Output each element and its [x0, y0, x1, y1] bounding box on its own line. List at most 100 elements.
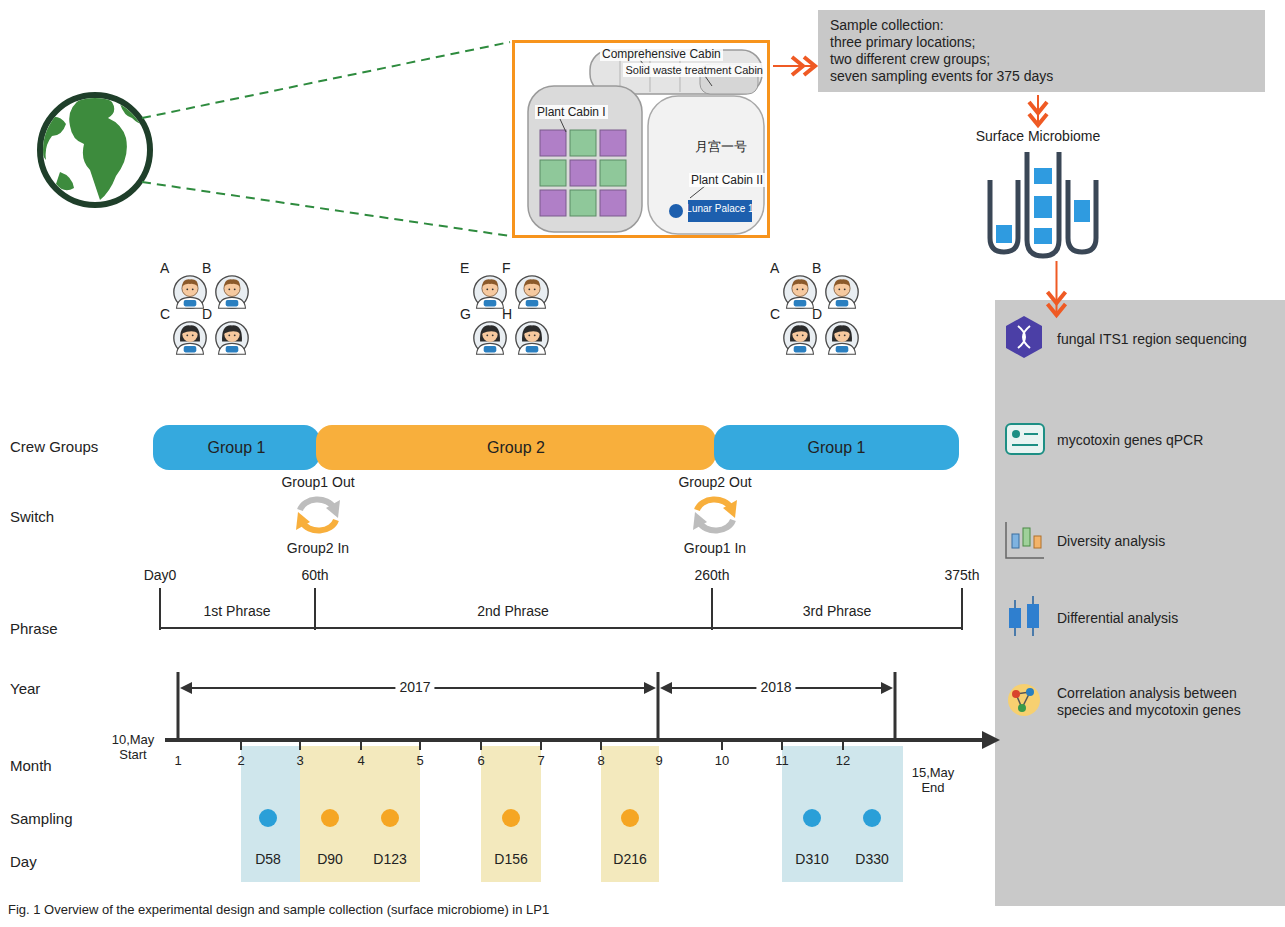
year-span: [660, 682, 672, 694]
lp1-module: [540, 130, 566, 156]
arrow-chevron: [792, 57, 803, 75]
flow-arrow: [1048, 261, 1066, 315]
crew-icons: [826, 276, 858, 308]
analysis-icons: [1012, 444, 1038, 446]
day-mark: Day0: [144, 567, 177, 583]
crew-letter: A: [160, 260, 169, 276]
analysis-text: mycotoxin genes qPCR: [1057, 432, 1275, 449]
lp1-module: [570, 160, 596, 186]
dashed-zoom-line: [142, 42, 510, 118]
month-axis: [480, 740, 482, 750]
crew-letter: A: [770, 260, 779, 276]
switch-label: Group1 In: [684, 540, 746, 556]
month-axis: [842, 740, 844, 750]
dashed-zoom-line: [142, 42, 510, 236]
info-text: Sample collection:: [830, 17, 1253, 34]
analysis-icons: [1006, 424, 1044, 454]
leader-line: [560, 119, 566, 132]
info-text: seven sampling events for 375 days: [830, 68, 1253, 85]
row-label: Year: [10, 680, 40, 697]
crew-letter: C: [160, 306, 170, 322]
leader-line: [690, 186, 705, 198]
sampling-window: [300, 746, 420, 882]
month-number: 6: [477, 754, 484, 769]
phase-label: 2nd Phrase: [477, 603, 549, 619]
switch-cycle: [296, 499, 737, 530]
month-axis: [781, 740, 783, 750]
crew-letter: C: [770, 306, 780, 322]
crew-letter: D: [812, 306, 822, 322]
sampling-dot: [502, 809, 520, 827]
sampling-dot: [863, 809, 881, 827]
module-name: Lunar Palace 1: [686, 203, 753, 215]
year-tick: [177, 672, 180, 740]
year-span: [881, 682, 893, 694]
row-label: Month: [10, 757, 52, 774]
test-tubes: [1027, 152, 1059, 256]
switch-cycle: [723, 500, 737, 518]
lp1-module: [600, 160, 626, 186]
month-number: 1: [174, 754, 181, 769]
sampling-window: [241, 746, 300, 882]
month-axis: [165, 731, 1000, 750]
month-axis: [419, 740, 421, 750]
earth-globe: [40, 117, 66, 160]
month-number: 4: [357, 754, 364, 769]
lp1-module: [600, 130, 626, 156]
switch-label: Group1 Out: [281, 474, 354, 490]
figure-caption: Fig. 1 Overview of the experimental desi…: [8, 903, 988, 918]
month-number: 11: [775, 754, 789, 769]
lp1-module: [528, 50, 764, 234]
test-tubes: [996, 225, 1012, 243]
leader-line: [705, 76, 712, 86]
crew-icons: [784, 276, 816, 308]
month-axis: [600, 740, 602, 750]
day-mark: 375th: [944, 567, 979, 583]
analysis-icons: [1034, 536, 1041, 548]
month-number: 10: [715, 754, 729, 769]
lp1-module: [540, 160, 566, 186]
analysis-text: Differential analysis: [1057, 610, 1275, 627]
flow-arrow: [1029, 95, 1047, 125]
switch-cycle: [326, 500, 340, 518]
lp1-module: [528, 86, 642, 232]
row-label: Sampling: [10, 810, 73, 827]
day-label: D330: [855, 851, 888, 867]
test-tubes: [1034, 228, 1052, 244]
start-date: 10,May Start: [106, 733, 160, 763]
month-number: 7: [537, 754, 544, 769]
day-label: D58: [255, 851, 281, 867]
analysis-icons: [1006, 522, 1044, 558]
month-axis: [299, 740, 301, 750]
crew-icons: [516, 322, 548, 354]
phase-bracket: [711, 588, 713, 630]
crew-letter: B: [202, 260, 211, 276]
analysis-icons: [1012, 534, 1019, 548]
test-tubes: [1074, 200, 1090, 222]
lp1-module: [648, 96, 764, 234]
cabin-label: Plant Cabin II: [689, 173, 765, 187]
lp1-module: [669, 204, 683, 218]
end-date: 15,May End: [906, 766, 960, 796]
crew-icons: [216, 276, 248, 308]
year-tick: [657, 672, 660, 740]
phase-bracket: [160, 588, 962, 630]
lp1-module: [570, 190, 596, 216]
year-span: [180, 682, 192, 694]
analysis-icons: [1012, 690, 1020, 698]
analysis-text: fungal ITS1 region sequencing: [1057, 331, 1275, 348]
cabin-label: Solid waste treatment Cabin: [623, 63, 765, 77]
arrow-chevron: [1048, 292, 1066, 303]
crew-letter: D: [202, 306, 212, 322]
crew-letter: B: [812, 260, 821, 276]
phase-bracket: [314, 588, 316, 630]
arrow-line: [773, 65, 815, 67]
analysis-icons: [1026, 688, 1034, 696]
day-label: D310: [795, 851, 828, 867]
sampling-window: [241, 746, 903, 882]
switch-label: Group2 Out: [678, 474, 751, 490]
analysis-item: Correlation analysis between species and…: [1005, 676, 1281, 728]
switch-cycle: [693, 512, 707, 530]
row-label: Day: [10, 853, 37, 870]
sampling-dot: [621, 809, 639, 827]
